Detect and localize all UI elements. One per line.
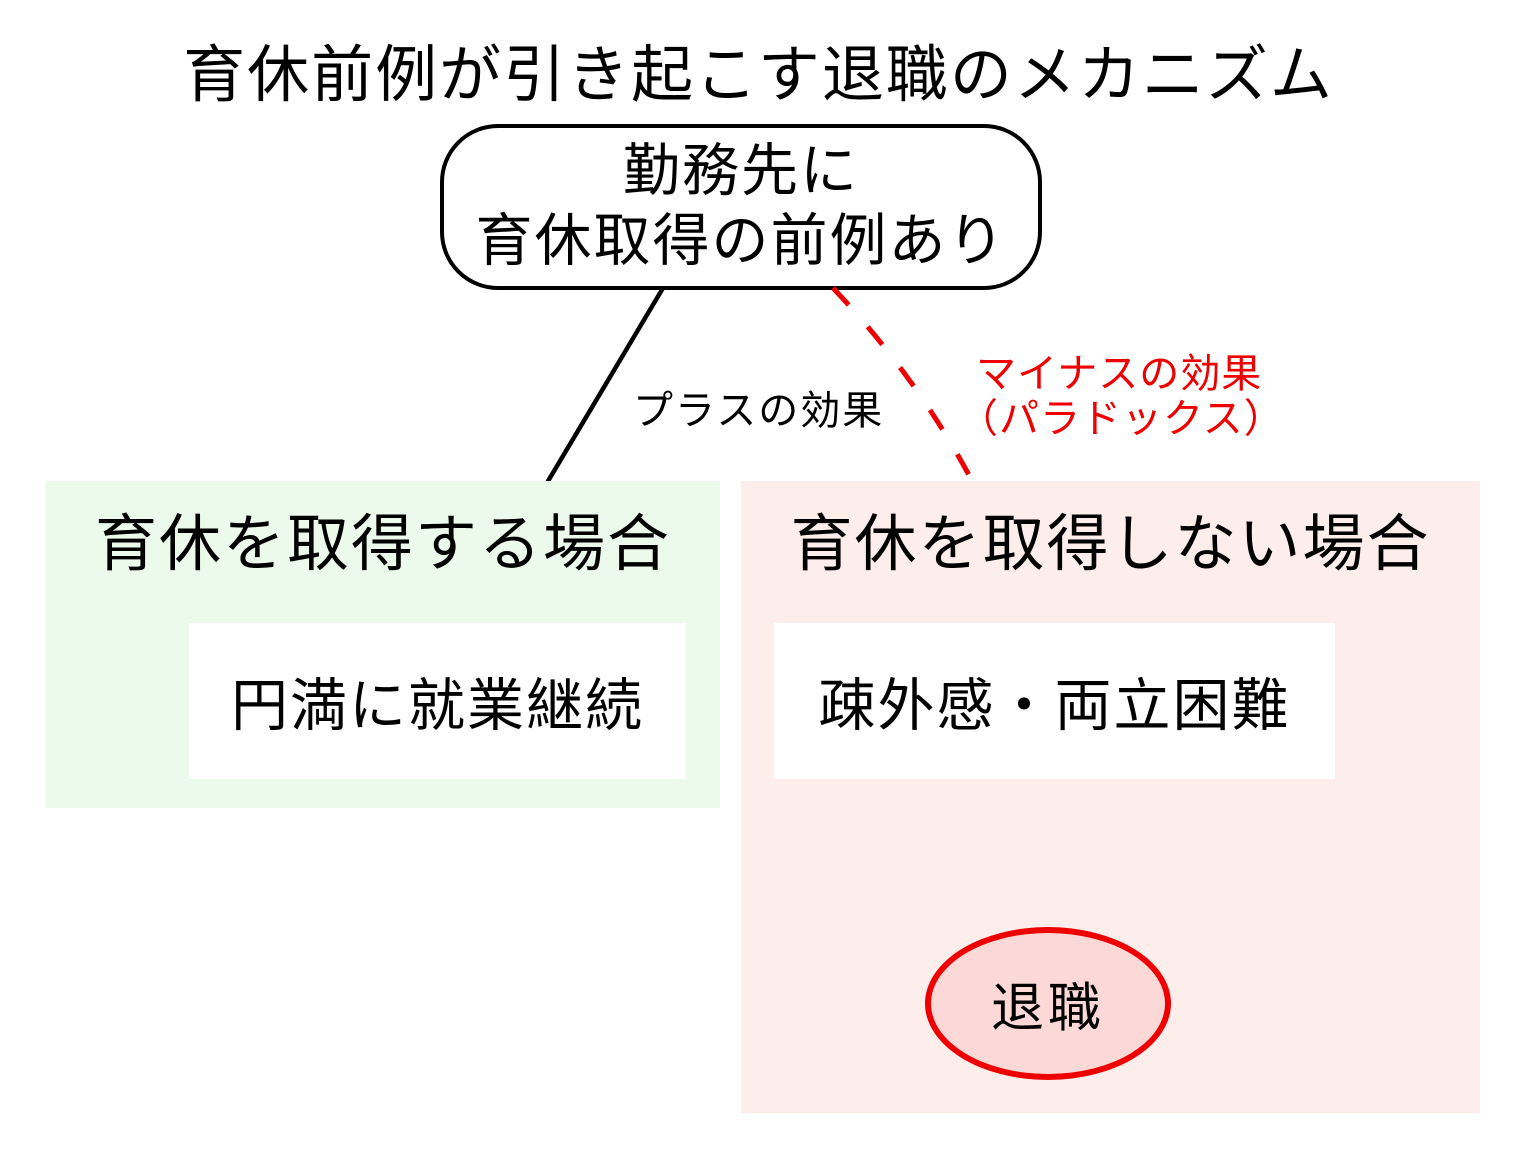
minus-effect-label-line2: （パラドックス） [958,396,1285,443]
page-title: 育休前例が引き起こす退職のメカニズム [183,38,1334,111]
alienation-box: 疎外感・両立困難 [774,623,1335,779]
no-leave-header: 育休を取得しない場合 [790,507,1431,580]
resignation-label: 退職 [991,977,1105,1039]
root-node-line2: 育休取得の前例あり [475,208,1007,274]
root-node: 勤務先に 育休取得の前例あり [440,124,1042,290]
continue-employment-box: 円満に就業継続 [189,623,686,779]
continue-employment-label: 円満に就業継続 [231,673,644,739]
minus-effect-label-line1: マイナスの効果 [976,351,1263,397]
alienation-label: 疎外感・両立困難 [818,673,1291,739]
minus-effect-label: マイナスの効果 （パラドックス） [958,351,1285,443]
resignation-ellipse: 退職 [925,927,1171,1080]
take-leave-header: 育休を取得する場合 [94,507,671,580]
plus-effect-label: プラスの効果 [633,388,885,434]
root-node-line1: 勤務先に [623,138,859,205]
